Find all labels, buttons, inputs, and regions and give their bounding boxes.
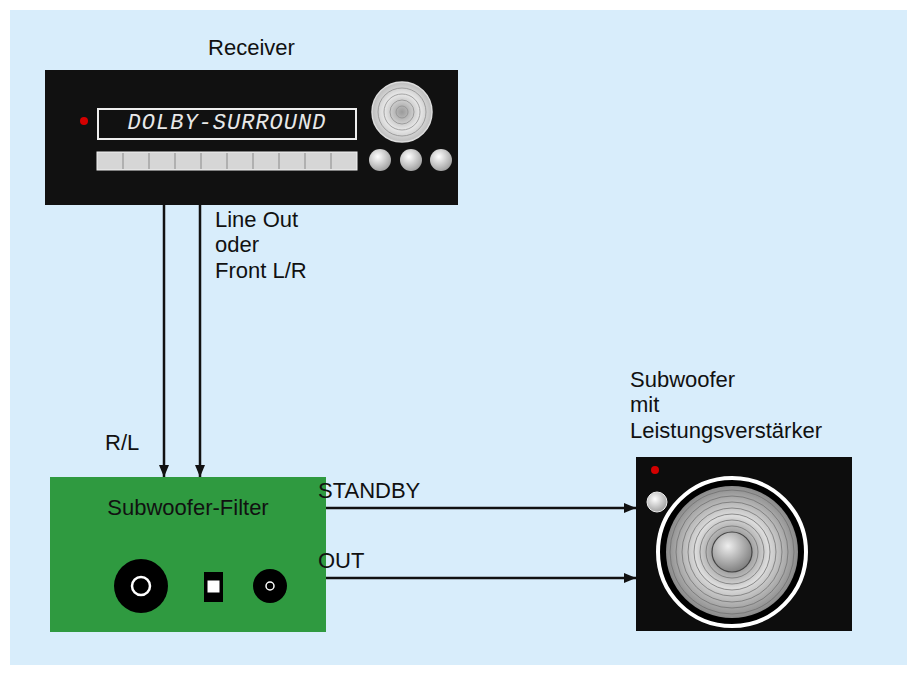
button-bar — [97, 152, 357, 170]
connector-label: STANDBY — [318, 478, 420, 503]
speaker-cone — [658, 478, 806, 626]
signal-line — [163, 205, 166, 477]
node-label: DOLBY-SURROUND — [128, 111, 327, 136]
node-heading: Receiver — [45, 35, 458, 60]
channel-label: R/L — [105, 430, 139, 455]
connector-label: Line Out oder Front L/R — [215, 207, 311, 283]
receiver-buttons — [369, 149, 452, 171]
connector-label: OUT — [318, 548, 364, 573]
display-panel: DOLBY-SURROUND — [97, 108, 357, 140]
filter-switch — [204, 572, 223, 602]
node-heading: Subwoofer mit Leistungsverstärker — [630, 367, 870, 443]
subwoofer-box: Subwoofer mit Leistungsverstärker — [636, 457, 852, 631]
power-led — [80, 117, 88, 125]
volume-knob — [372, 82, 432, 142]
node-label: Subwoofer-Filter — [50, 477, 326, 520]
receiver-box: ReceiverDOLBY-SURROUND — [45, 70, 458, 205]
control-line — [326, 507, 636, 510]
output-line — [326, 577, 636, 580]
filter-potentiometer — [114, 559, 168, 613]
signal-line — [199, 205, 202, 477]
standby-led — [651, 466, 659, 474]
power-button — [647, 492, 667, 512]
filter-box: Subwoofer-Filter — [50, 477, 326, 632]
filter-jack — [253, 569, 287, 603]
